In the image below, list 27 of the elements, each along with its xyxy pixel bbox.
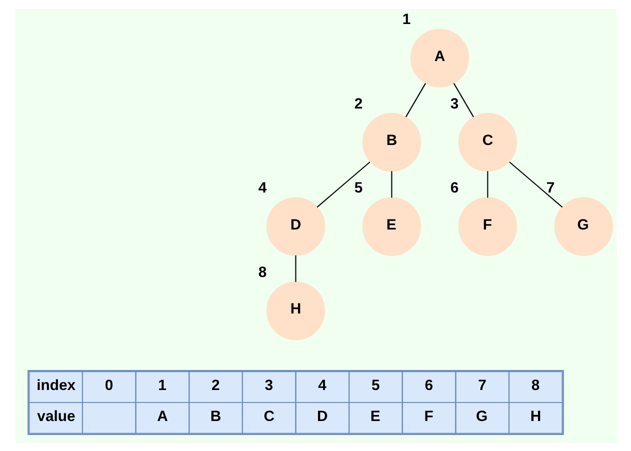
label: 5 <box>370 376 380 394</box>
node-label: 7 <box>546 179 554 196</box>
node-label: 3 <box>450 94 458 112</box>
label: G <box>475 407 488 424</box>
label: 3 <box>264 376 273 394</box>
label: value <box>36 407 75 424</box>
label: C <box>263 407 274 424</box>
label: index <box>36 376 76 394</box>
label: E <box>370 407 380 424</box>
node-label: 1 <box>402 10 410 28</box>
label: 6 <box>424 376 433 394</box>
label: 0 <box>104 376 113 394</box>
label: 1 <box>158 376 166 394</box>
node-label: 2 <box>354 94 362 112</box>
label: 7 <box>478 376 486 394</box>
label: D <box>316 407 328 424</box>
label: H <box>530 407 541 424</box>
node-label: 5 <box>354 179 362 196</box>
node-label: 8 <box>258 263 266 280</box>
label: 2 <box>211 376 220 394</box>
label: B <box>210 407 221 424</box>
label: 8 <box>530 376 540 394</box>
label: F <box>424 407 433 424</box>
label: A <box>156 407 168 424</box>
node-label: 6 <box>450 179 458 196</box>
label: 4 <box>318 376 326 394</box>
node-label: 4 <box>258 179 266 196</box>
